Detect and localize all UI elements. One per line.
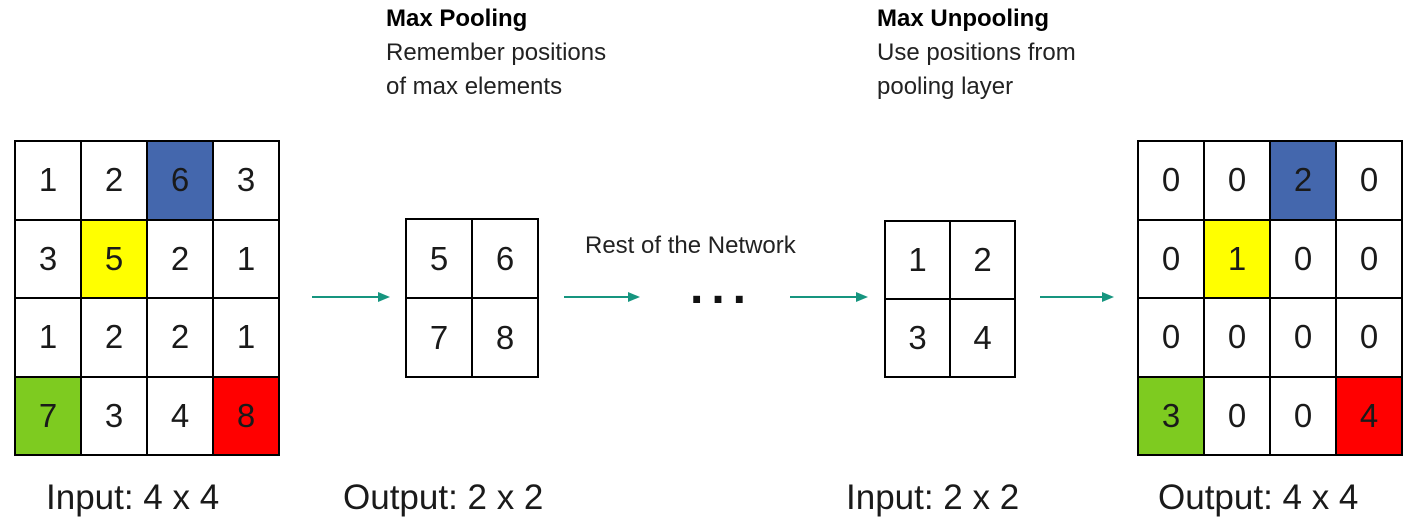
- unpool-input-cell: 4: [951, 300, 1014, 376]
- unpool-input-cell: 2: [951, 222, 1014, 298]
- arrow-right-icon: [1040, 292, 1114, 302]
- max-pooling-title: Max Pooling: [386, 5, 528, 32]
- pool-input-caption: Input: 4 x 4: [46, 478, 220, 517]
- pool-input-cell: 2: [82, 299, 146, 376]
- unpool-output-cell: 0: [1271, 377, 1335, 454]
- unpool-output-cell: 1: [1205, 220, 1269, 297]
- pool-output-caption: Output: 2 x 2: [343, 478, 544, 517]
- max-pooling-desc-line2: of max elements: [386, 73, 563, 100]
- pool-output-cell: 8: [473, 299, 537, 376]
- pool-input-cell: 1: [16, 142, 80, 219]
- pool-input-cell: 3: [16, 220, 80, 297]
- rest-of-network-label: Rest of the Network: [585, 232, 796, 259]
- unpool-input-cell: 3: [886, 300, 949, 376]
- pool-input-cell: 1: [16, 299, 80, 376]
- unpool-output-cell: 4: [1337, 377, 1401, 454]
- pool-input-cell: 2: [148, 299, 212, 376]
- max-unpooling-heading: Max Unpooling Use positions from pooling…: [877, 4, 1076, 106]
- max-pooling-heading: Max Pooling Remember positions of max el…: [386, 4, 606, 106]
- unpool-output-cell: 0: [1205, 299, 1269, 376]
- arrow-right-icon: [790, 292, 868, 302]
- unpool-output-cell: 0: [1337, 299, 1401, 376]
- pool-input-cell: 4: [148, 377, 212, 454]
- unpool-input-caption: Input: 2 x 2: [846, 478, 1020, 517]
- unpool-output-cell: 0: [1271, 299, 1335, 376]
- unpool-output-cell: 0: [1205, 142, 1269, 219]
- unpool-output-cell: 3: [1139, 377, 1203, 454]
- pool-input-cell: 1: [214, 220, 278, 297]
- unpool-output-cell: 0: [1337, 142, 1401, 219]
- unpool-output-caption: Output: 4 x 4: [1158, 478, 1359, 517]
- max-pooling-desc-line1: Remember positions: [386, 39, 607, 66]
- pool-input-cell: 3: [82, 377, 146, 454]
- unpool-input-cell: 1: [886, 222, 949, 298]
- unpool-output-cell: 0: [1139, 220, 1203, 297]
- pool-output-cell: 7: [407, 299, 471, 376]
- unpool-output-cell: 2: [1271, 142, 1335, 219]
- pool-input-cell: 3: [214, 142, 278, 219]
- pool-input-cell: 8: [214, 377, 278, 454]
- max-unpooling-desc-line2: pooling layer: [877, 73, 1014, 100]
- unpool-output-cell: 0: [1271, 220, 1335, 297]
- unpool-output-cell: 0: [1139, 299, 1203, 376]
- pool-input-cell: 6: [148, 142, 212, 219]
- pool-input-cell: 2: [82, 142, 146, 219]
- pool-input-cell: 2: [148, 220, 212, 297]
- pool-output-cell: 5: [407, 220, 471, 297]
- pool-input-cell: 5: [82, 220, 146, 297]
- unpool-output-cell: 0: [1139, 142, 1203, 219]
- pool-output-cell: 6: [473, 220, 537, 297]
- unpool-output-cell: 0: [1337, 220, 1401, 297]
- unpool-output-cell: 0: [1205, 377, 1269, 454]
- pool-input-cell: 1: [214, 299, 278, 376]
- ellipsis: ...: [690, 261, 755, 314]
- arrow-right-icon: [564, 292, 640, 302]
- max-unpooling-desc-line1: Use positions from: [877, 39, 1076, 66]
- arrow-right-icon: [312, 292, 390, 302]
- pool-input-cell: 7: [16, 377, 80, 454]
- max-unpooling-title: Max Unpooling: [877, 5, 1049, 32]
